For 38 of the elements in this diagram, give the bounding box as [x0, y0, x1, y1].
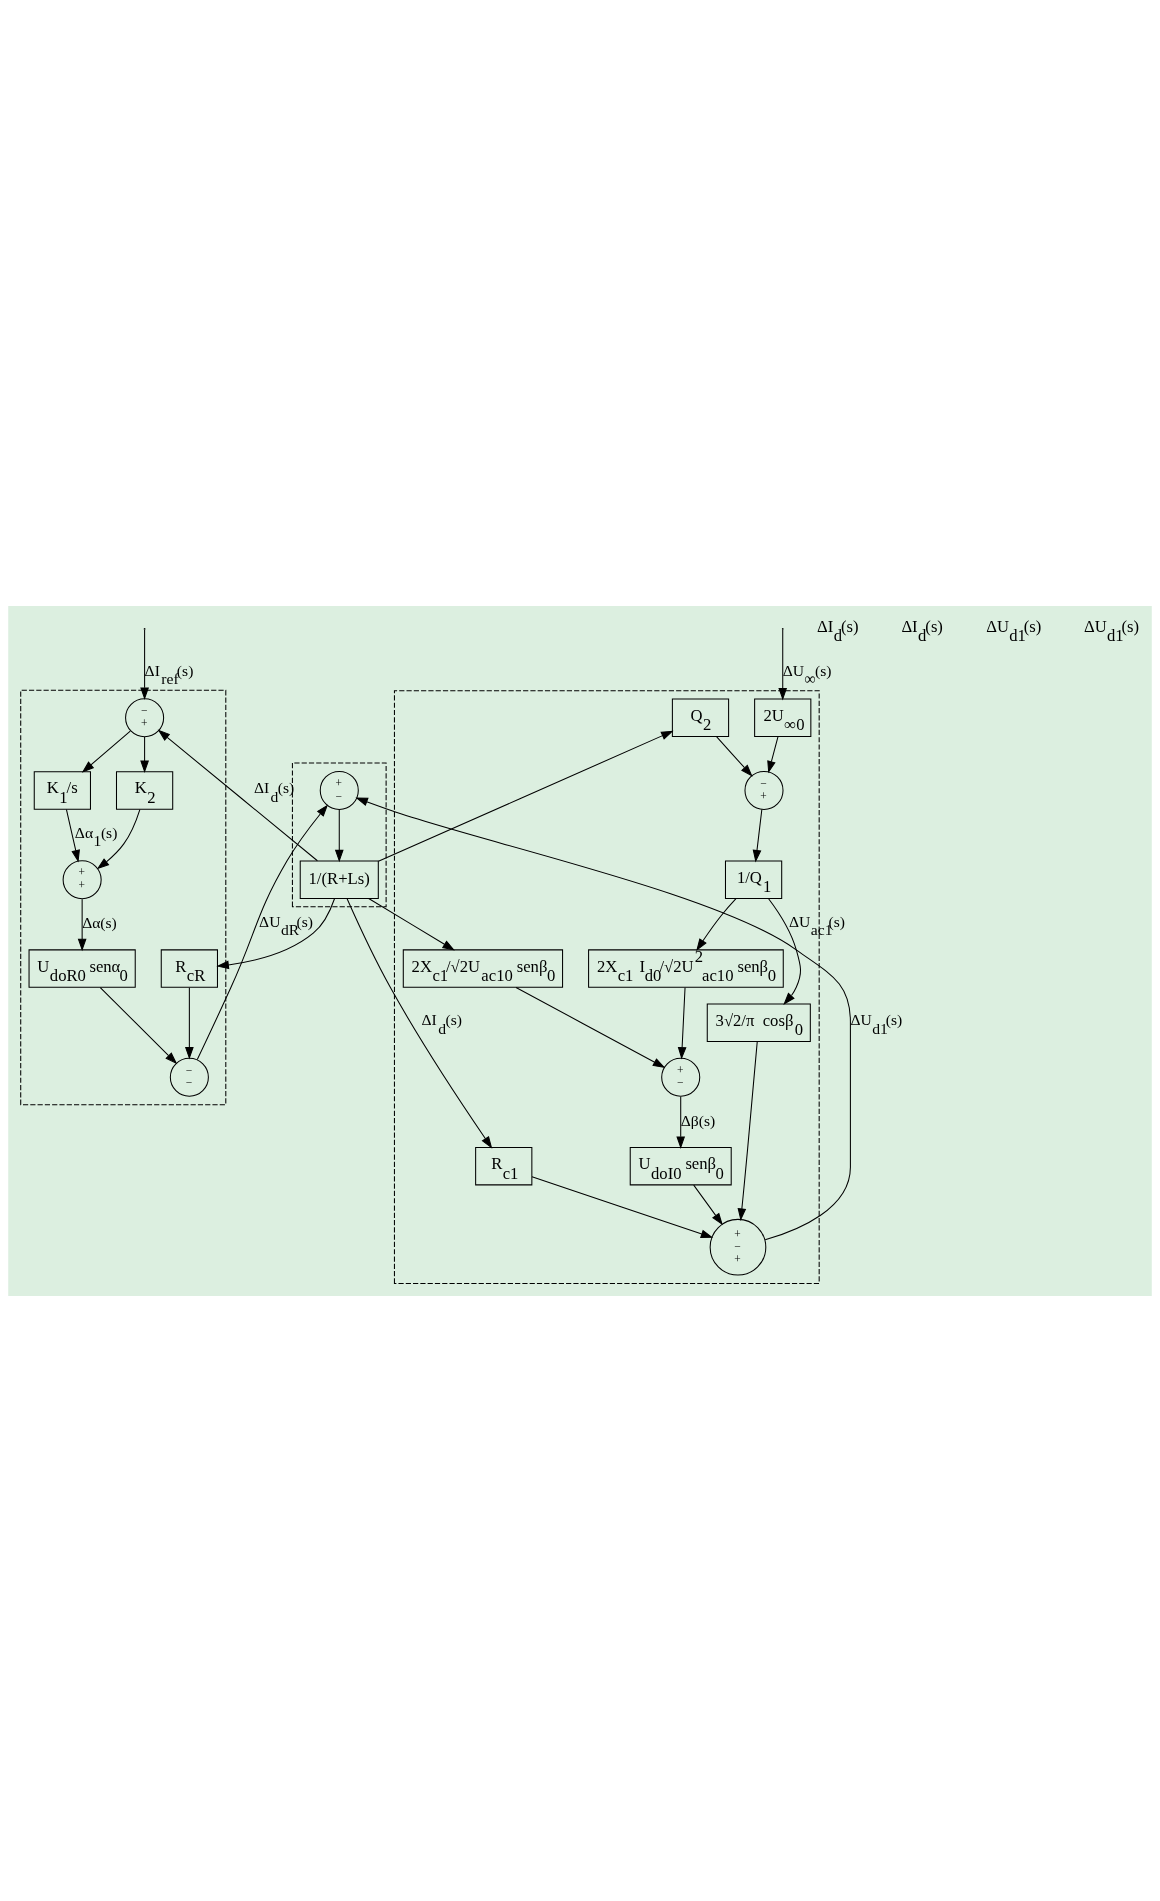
node-circle: − − [169, 1057, 209, 1097]
arrow [355, 797, 851, 1240]
arrow [185, 986, 194, 1060]
arrow [677, 986, 687, 1060]
node-circle: − + [125, 697, 165, 737]
arrow [368, 897, 455, 951]
arrow [346, 897, 493, 1149]
arrow [77, 898, 87, 951]
node-circle: + − + [709, 1218, 767, 1276]
arrow [99, 986, 178, 1064]
edge-label: Δβ(s) [680, 1111, 716, 1129]
arrow [752, 808, 763, 862]
node-circle: + − [319, 770, 359, 810]
node-circle: + + [62, 859, 102, 899]
arrow [216, 897, 335, 969]
arrow [96, 808, 141, 869]
arrow [157, 729, 318, 861]
arrow [716, 735, 753, 777]
node-box: 1/(R+Ls) [299, 859, 379, 899]
arrow [778, 629, 788, 700]
arrow [696, 897, 737, 951]
arrow [693, 1184, 723, 1225]
arrow [767, 735, 779, 773]
arrow [737, 1040, 758, 1221]
arrow [531, 1175, 714, 1238]
arrow [334, 808, 344, 862]
arrow [676, 1095, 686, 1149]
arrow [767, 897, 801, 1005]
arrow [140, 629, 149, 700]
arrow [65, 808, 80, 862]
arrow [196, 803, 329, 1060]
arrow [140, 736, 149, 773]
arrow [377, 730, 674, 862]
edge-label: Δα(s) [82, 913, 117, 931]
node-circle: − + [744, 770, 784, 810]
arrow [515, 986, 666, 1068]
arrow [81, 730, 131, 773]
node-circle: + − [661, 1057, 701, 1097]
